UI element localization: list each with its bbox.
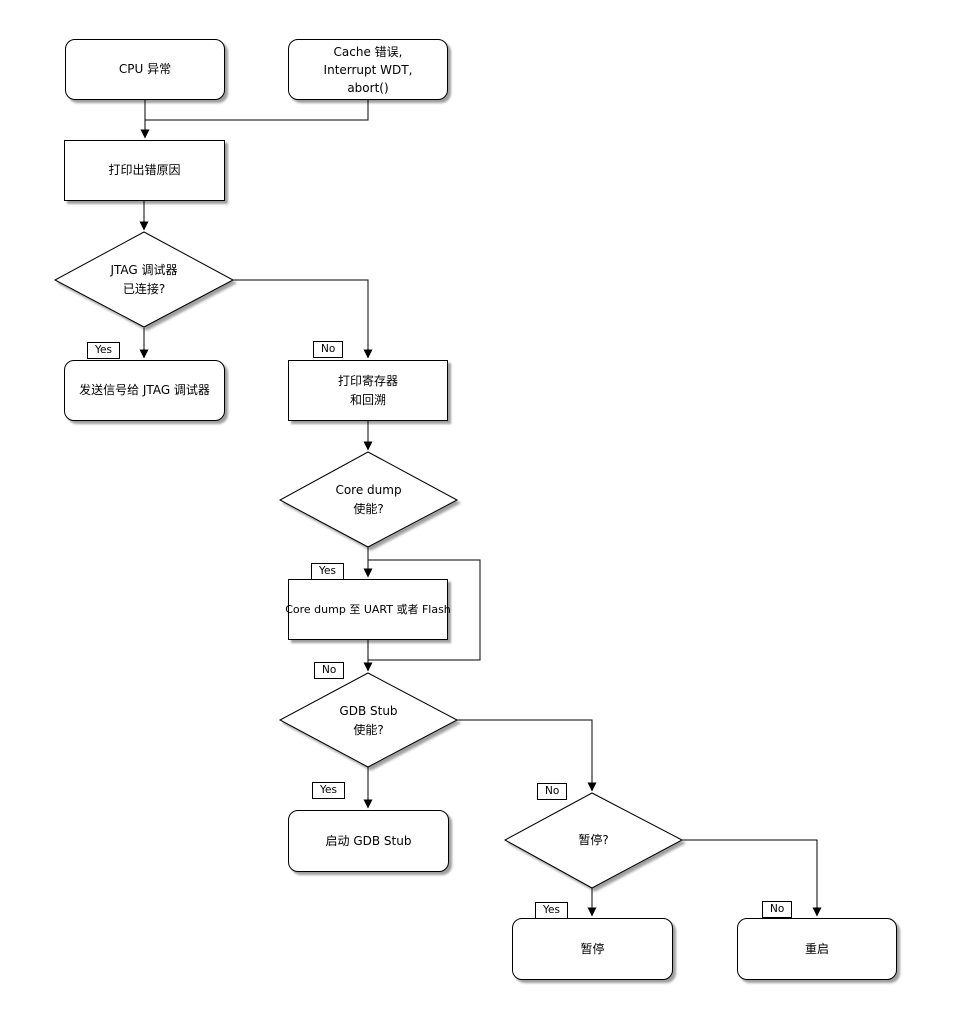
edge-jtag-no-to-print-registers	[233, 279, 373, 359]
node-label: 打印寄存器	[337, 373, 398, 388]
jtag-connected-diamond	[53, 231, 235, 328]
node-reboot: 重启	[737, 918, 897, 980]
node-label: 重启	[804, 941, 829, 956]
node-label: Interrupt WDT,	[323, 62, 413, 77]
halt-question-diamond	[503, 792, 684, 889]
edge-label-halt-question-no: No	[537, 783, 568, 800]
node-cpu-exception: CPU 异常	[65, 39, 225, 100]
node-coredump-uart-flash: Core dump 至 UART 或者 Flash	[285, 579, 451, 640]
edge-label-coredump-yes: Yes	[311, 563, 344, 580]
edge-label-coredump-no: No	[314, 662, 345, 679]
edge-halt-no-to-reboot	[682, 839, 822, 917]
edge-cache-join	[145, 100, 369, 121]
node-label: abort()	[347, 80, 389, 95]
edge-label-reboot-no: No	[762, 901, 793, 918]
node-cache-error: Cache 错误, Interrupt WDT, abort()	[288, 39, 448, 100]
node-label: 和回溯	[349, 392, 386, 407]
node-start-gdb-stub: 启动 GDB Stub	[288, 810, 449, 872]
coredump-enabled-diamond	[278, 451, 459, 548]
node-label: 启动 GDB Stub	[325, 833, 412, 848]
edge-coredump-no-bypass	[368, 559, 481, 661]
node-print-registers: 打印寄存器 和回溯	[288, 360, 448, 421]
gdb-stub-enabled-diamond	[278, 672, 459, 768]
node-send-signal-jtag: 发送信号给 JTAG 调试器	[64, 360, 225, 421]
edge-label-halt-yes: Yes	[535, 902, 568, 919]
node-print-reason: 打印出错原因	[64, 140, 225, 201]
edge-label-jtag-no: No	[313, 341, 344, 358]
node-label: 暂停	[580, 941, 605, 956]
node-label: 打印出错原因	[108, 163, 181, 177]
node-label: Core dump 至 UART 或者 Flash	[285, 603, 451, 616]
node-label: Cache 错误,	[333, 44, 403, 59]
node-label: CPU 异常	[118, 62, 172, 76]
edge-label-jtag-yes: Yes	[87, 342, 120, 359]
node-halt: 暂停	[512, 918, 673, 980]
edge-label-gdb-yes: Yes	[312, 782, 345, 799]
edge-gdb-no-to-halt-question	[457, 719, 597, 792]
node-label: 发送信号给 JTAG 调试器	[79, 383, 210, 397]
